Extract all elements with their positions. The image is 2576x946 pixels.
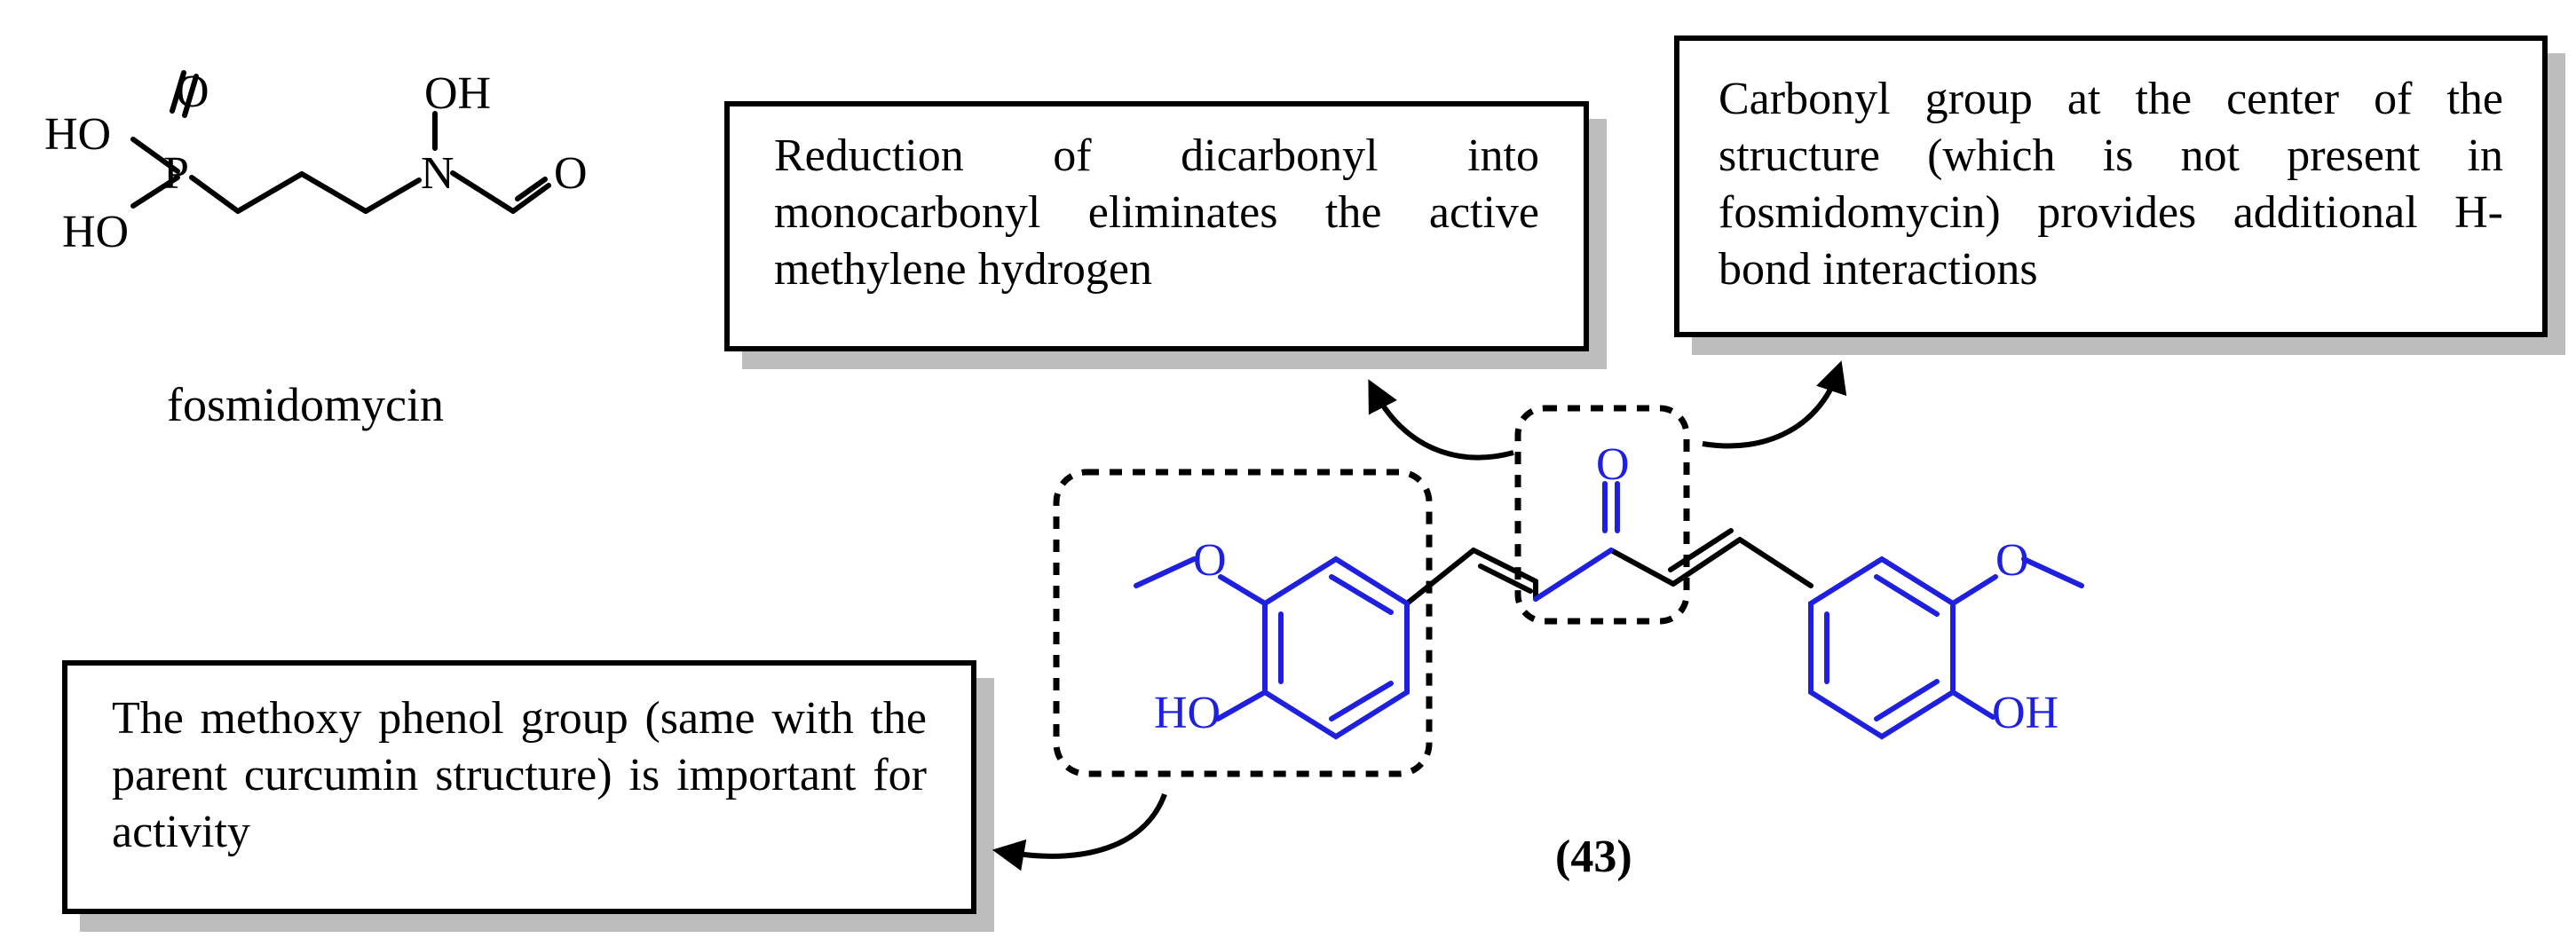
arrow-to-dicarbonyl-callout — [1368, 379, 1514, 461]
compound-atom-oh-right: OH — [1992, 688, 2058, 738]
compound-label: (43) — [1555, 832, 1632, 882]
compound-atom-methoxy-o-left: O — [1193, 535, 1227, 586]
callout-methoxy-text: The methoxy phenol group (same with the … — [112, 693, 927, 857]
fosmidomycin-structure — [130, 70, 551, 214]
methoxy-phenol-highlight-box — [1053, 469, 1433, 777]
compound-atom-methoxy-o-right: O — [1995, 535, 2029, 586]
fos-atom-ho-top: HO — [44, 109, 111, 160]
callout-dicarbonyl-text: Reduction of dicarbonyl into monocarbony… — [774, 130, 1539, 295]
fos-atom-n: N — [421, 148, 454, 199]
callout-carbonyl-text: Carbonyl group at the center of the stru… — [1719, 74, 2503, 295]
fos-atom-formyl-o: O — [554, 148, 588, 199]
arrow-to-methoxy-callout — [992, 792, 1167, 871]
fos-atom-p: P — [163, 148, 189, 199]
carbonyl-highlight-box — [1514, 405, 1690, 625]
compound-atom-ketone-o: O — [1596, 439, 1630, 490]
fosmidomycin-label: fosmidomycin — [167, 378, 444, 431]
arrow-to-carbonyl-callout — [1702, 360, 1847, 449]
fos-atom-oxo: O — [176, 67, 209, 117]
fos-atom-ho-bottom: HO — [62, 207, 129, 257]
compound-highlight-bonds — [1134, 481, 2084, 740]
compound-atom-ho-left: HO — [1154, 688, 1221, 738]
fos-atom-oh: OH — [424, 68, 491, 119]
callout-methoxy: The methoxy phenol group (same with the … — [62, 660, 976, 914]
compound-linker-bonds — [1404, 528, 1813, 606]
fosmidomycin-atom-labels: HO HO P O OH N O — [44, 67, 588, 257]
compound-atom-labels: O O O HO OH — [1154, 439, 2058, 738]
callout-dicarbonyl: Reduction of dicarbonyl into monocarbony… — [724, 101, 1589, 351]
callout-carbonyl: Carbonyl group at the center of the stru… — [1674, 35, 2548, 337]
